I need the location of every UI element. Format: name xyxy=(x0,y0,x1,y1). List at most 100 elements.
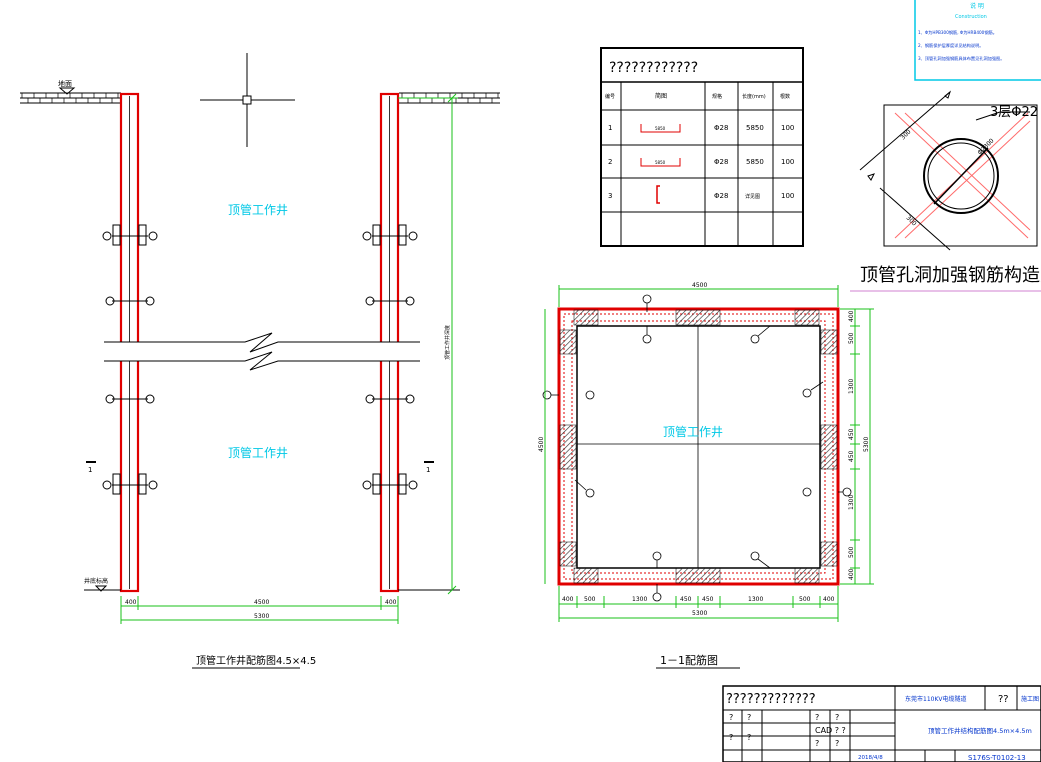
row3-count: 100 xyxy=(781,192,794,200)
hole-detail: 3层Φ22 300 300 Φ2300 顶管孔洞加强钢筋构造大 xyxy=(850,90,1041,292)
header-no: 编号 xyxy=(605,93,615,100)
row2-sketch: 5850 xyxy=(655,160,666,165)
rebar-tags-left xyxy=(102,224,418,495)
section-dim-total-bottom: 5300 xyxy=(692,610,707,617)
header-sketch: 简图 xyxy=(655,92,667,100)
left-view-title: 顶管工作井配筋图4.5×4.5 xyxy=(196,654,316,667)
row1-length: 5850 xyxy=(746,124,764,132)
ground-mark: 地面 xyxy=(58,79,72,88)
height-dimension xyxy=(398,93,458,595)
tb-q-5: ? xyxy=(747,733,751,742)
well-label-top: 顶管工作井 xyxy=(228,202,288,217)
dim-height: 顶管工作井深度 xyxy=(444,325,451,360)
row1-spec: Φ28 xyxy=(714,124,728,132)
dim-b-2: 1300 xyxy=(632,596,647,603)
dim-r-3: 450 xyxy=(848,428,855,440)
title-block xyxy=(722,685,1041,762)
row3-spec: Φ28 xyxy=(714,192,728,200)
hole-dim-diam: Φ2300 xyxy=(976,137,995,156)
dim-r-6: 500 xyxy=(848,546,855,558)
dim-r-2: 1300 xyxy=(848,379,855,394)
row2-no: 2 xyxy=(608,158,612,166)
tb-q-6: ? xyxy=(815,739,819,748)
row2-spec: Φ28 xyxy=(714,158,728,166)
well-label-bottom: 顶管工作井 xyxy=(228,445,288,460)
tb-drawing-no: S176S-T0102-13 xyxy=(968,754,1026,762)
break-line xyxy=(104,332,420,371)
row1-sketch: 5850 xyxy=(655,126,666,131)
section-dim-left: 4500 xyxy=(538,437,545,452)
row2-count: 100 xyxy=(781,158,794,166)
left-elevation-view: 地面 xyxy=(20,53,500,669)
tb-cad: CAD ? ? xyxy=(815,726,846,735)
notes-title: 说 明 xyxy=(970,2,984,10)
row2-length: 5850 xyxy=(746,158,764,166)
rebar-table-headers: 编号 简图 规格 长度(mm) 根数 xyxy=(605,92,790,100)
row3-length: 详见图 xyxy=(745,193,760,200)
dim-r-5: 1300 xyxy=(848,495,855,510)
section-dimensions xyxy=(544,285,874,622)
section-well-label: 顶管工作井 xyxy=(663,424,723,439)
rebar-table xyxy=(600,47,804,247)
rebar-table-title: ???????????? xyxy=(609,60,698,76)
row1-count: 100 xyxy=(781,124,794,132)
bottom-mark: 井底标高 xyxy=(84,577,108,585)
tb-project: ????????????? xyxy=(726,692,816,707)
dim-wall-left: 400 xyxy=(125,599,137,606)
hole-tag: 3层Φ22 xyxy=(990,105,1038,120)
tb-q-1: ? xyxy=(747,713,751,722)
dim-r-0: 400 xyxy=(848,310,855,322)
row1-no: 1 xyxy=(608,124,612,132)
tb-project-cn: 东莞市110KV电缆隧道 xyxy=(905,695,967,703)
dim-inner: 4500 xyxy=(254,599,269,606)
section-dim-total-right: 5300 xyxy=(863,437,870,452)
tb-stage: 施工图 xyxy=(1021,695,1039,703)
hole-dim-a: 300 xyxy=(899,128,912,141)
section-rebar-tags xyxy=(542,294,852,602)
notes-line-2: 2、钢筋保护层厚度详见结构说明。 xyxy=(918,42,983,49)
header-length: 长度(mm) xyxy=(742,93,766,100)
dim-wall-right: 400 xyxy=(385,599,397,606)
dim-r-4: 450 xyxy=(848,450,855,462)
tb-q1: ?? xyxy=(998,694,1009,705)
section-dims-right: 400 500 1300 450 450 1300 500 400 xyxy=(848,310,855,580)
notes-box: 说 明 Construction 1、Φ为HPB300钢筋, Φ为HRB400钢… xyxy=(914,0,1041,81)
tb-sheet-title: 顶管工作井结构配筋图4.5m×4.5m xyxy=(928,726,1032,735)
dim-b-1: 500 xyxy=(584,596,596,603)
row3-no: 3 xyxy=(608,192,612,200)
dim-b-7: 400 xyxy=(823,596,835,603)
dim-b-0: 400 xyxy=(562,596,574,603)
section-view-title: 1－1配筋图 xyxy=(660,653,718,667)
rebar-table-rows: 1 5850 Φ28 5850 100 2 5850 Φ28 5850 100 … xyxy=(608,124,794,200)
bottom-dimensions xyxy=(120,596,399,624)
header-count: 根数 xyxy=(780,93,790,100)
tb-q-2: ? xyxy=(815,713,819,722)
tb-date: 2018/4/8 xyxy=(858,755,883,761)
section-dim-top: 4500 xyxy=(692,282,707,289)
dim-b-6: 500 xyxy=(799,596,811,603)
notes-subtitle: Construction xyxy=(955,14,987,20)
crosshair-cursor xyxy=(200,53,295,147)
header-spec: 规格 xyxy=(712,93,722,100)
dim-b-4: 450 xyxy=(702,596,714,603)
tb-q-4: ? xyxy=(729,733,733,742)
hatched-columns xyxy=(559,309,838,584)
dim-total: 5300 xyxy=(254,613,269,620)
section-mark-right: 1 xyxy=(426,466,430,474)
section-view: 顶管工作井 xyxy=(538,282,874,669)
tb-q-0: ? xyxy=(729,713,733,722)
tb-q-3: ? xyxy=(835,713,839,722)
notes-line-3: 3、顶管孔洞加强钢筋具体布置见孔洞加强图。 xyxy=(918,55,1004,62)
tb-q-7: ? xyxy=(835,739,839,748)
section-dims-bottom: 400 500 1300 450 450 1300 500 400 xyxy=(562,596,835,603)
dim-r-7: 400 xyxy=(848,568,855,580)
dim-b-5: 1300 xyxy=(748,596,763,603)
section-mark-left: 1 xyxy=(88,466,92,474)
dim-b-3: 450 xyxy=(680,596,692,603)
notes-line-1: 1、Φ为HPB300钢筋, Φ为HRB400钢筋。 xyxy=(918,29,997,36)
dim-r-1: 500 xyxy=(848,332,855,344)
hole-dim-b: 300 xyxy=(905,214,918,227)
tb-qmarks: ? ? ? ? ? ? ? ? xyxy=(729,713,839,748)
hole-detail-title: 顶管孔洞加强钢筋构造大 xyxy=(860,265,1041,286)
